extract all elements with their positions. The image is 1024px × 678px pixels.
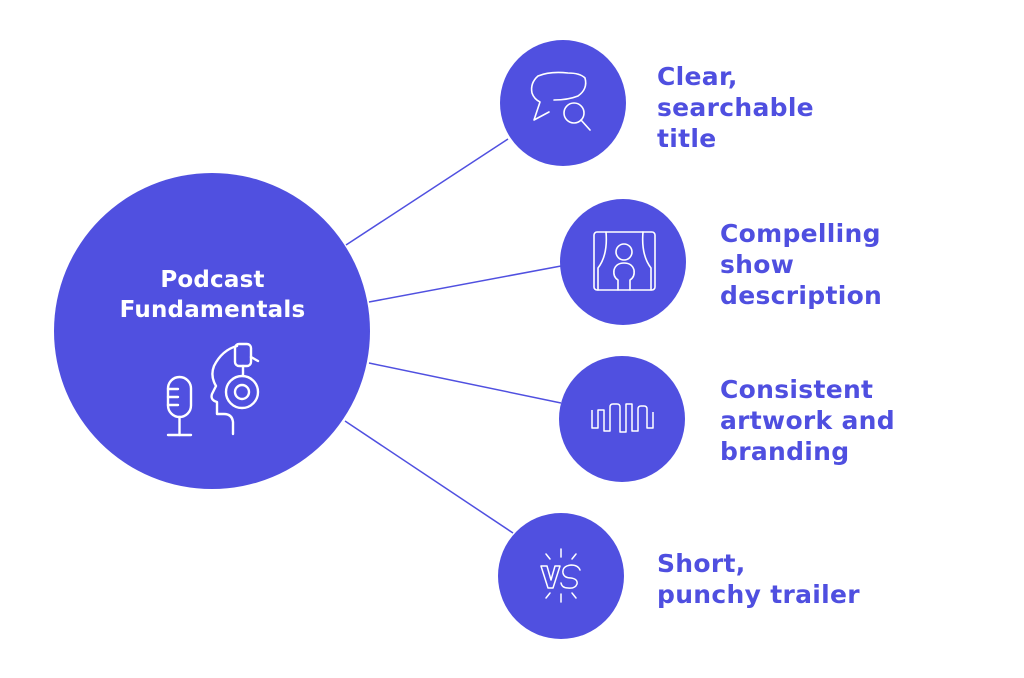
node-4-line-1: Short,	[657, 549, 746, 578]
center-node-title: Podcast Fundamentals	[55, 265, 370, 325]
node-circle-1	[500, 40, 626, 166]
node-circle-4	[498, 513, 624, 639]
chat-search-icon	[530, 71, 591, 131]
waveform-pattern-icon	[591, 403, 654, 433]
vs-burst-icon	[540, 548, 581, 603]
node-2-line-2: show	[720, 250, 795, 279]
center-title-line-1: Podcast	[160, 267, 265, 293]
node-1-line-1: Clear,	[657, 62, 738, 91]
node-2-line-1: Compelling	[720, 219, 881, 248]
connector-line-4	[344, 420, 514, 534]
podcast-host-icon	[166, 342, 260, 437]
microphone-icon	[166, 375, 193, 437]
node-2-line-3: description	[720, 281, 883, 310]
connector-line-2	[368, 265, 562, 303]
node-1-line-2: searchable	[657, 93, 814, 122]
node-label-3: Consistent artwork and branding	[720, 374, 895, 467]
node-circle-3	[559, 356, 685, 482]
node-4-line-2: punchy trailer	[657, 580, 860, 609]
node-label-4: Short, punchy trailer	[657, 548, 860, 610]
node-3-line-3: branding	[720, 437, 850, 466]
node-3-line-1: Consistent	[720, 375, 874, 404]
node-3-line-2: artwork and	[720, 406, 895, 435]
center-title-line-2: Fundamentals	[119, 297, 306, 323]
node-label-2: Compelling show description	[720, 218, 882, 311]
center-node	[54, 173, 370, 489]
node-circle-2	[560, 199, 686, 325]
node-1-line-3: title	[657, 124, 717, 153]
connector-line-1	[345, 138, 509, 246]
head-with-headphones-icon	[210, 342, 260, 436]
connector-line-3	[368, 362, 562, 404]
node-label-1: Clear, searchable title	[657, 61, 814, 154]
stage-presenter-icon	[593, 231, 656, 291]
